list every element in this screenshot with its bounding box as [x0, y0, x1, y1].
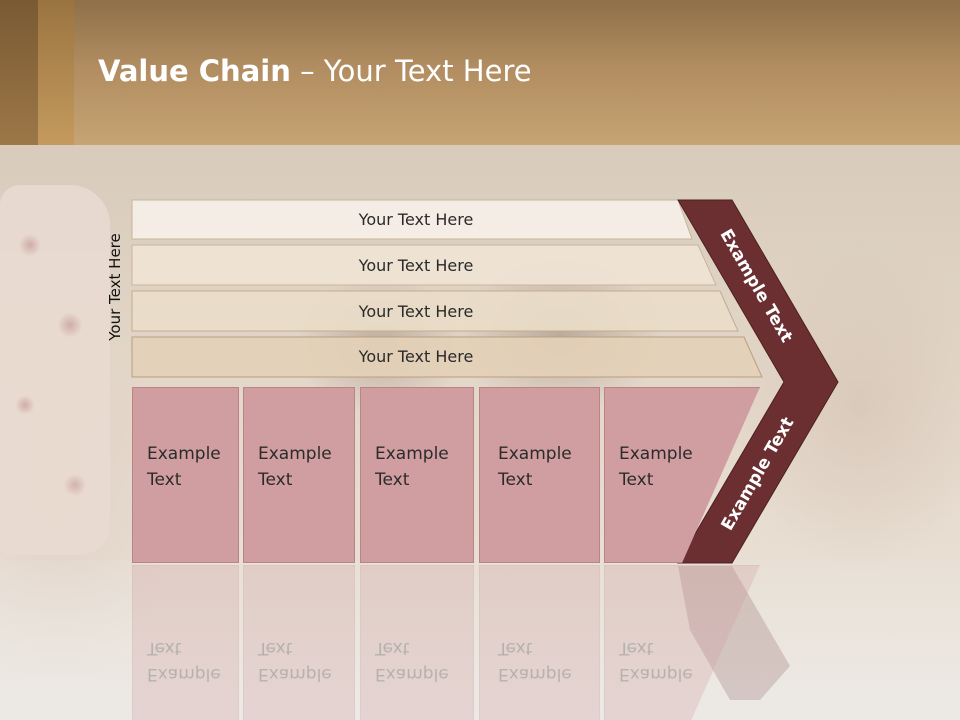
bar-1-shape [131, 199, 693, 240]
title-bold: Value Chain [98, 54, 291, 88]
box-4-line-1: Example [498, 444, 572, 464]
box-2-line-1: Example [258, 444, 332, 464]
bar-1-label: Your Text Here [358, 209, 474, 229]
box-5-line-2: Text [619, 470, 654, 490]
title-rest: – Your Text Here [290, 54, 532, 88]
activity-box-2: Example Text [243, 387, 355, 563]
bar-4-shape [131, 336, 763, 378]
header-accent-right [38, 0, 74, 145]
header-band: Value Chain – Your Text Here [0, 0, 960, 145]
box-1-line-2: Text [147, 470, 182, 490]
box-5-line-1: Example [619, 444, 693, 464]
box-1-line-1: Example [147, 444, 221, 464]
chevron-reflection [678, 566, 790, 700]
cushion-decoration [0, 185, 110, 555]
bar-2-shape [131, 244, 717, 286]
box-3-line-1: Example [375, 444, 449, 464]
bar-2-label: Your Text Here [358, 255, 474, 275]
slide-title: Value Chain – Your Text Here [98, 54, 532, 88]
bar-3-shape [131, 290, 739, 332]
activity-box-1: Example Text [132, 387, 239, 563]
activity-box-3: Example Text [360, 387, 474, 563]
bottom-fade [0, 560, 960, 720]
chevron-arrow [677, 199, 839, 564]
box-4-line-2: Text [498, 470, 533, 490]
bar-4-label: Your Text Here [358, 346, 474, 366]
activity-box-4: Example Text [479, 387, 600, 563]
header-accent-left [0, 0, 38, 145]
box-2-line-2: Text [258, 470, 293, 490]
bar-3-label: Your Text Here [358, 301, 474, 321]
box-3-line-2: Text [375, 470, 410, 490]
